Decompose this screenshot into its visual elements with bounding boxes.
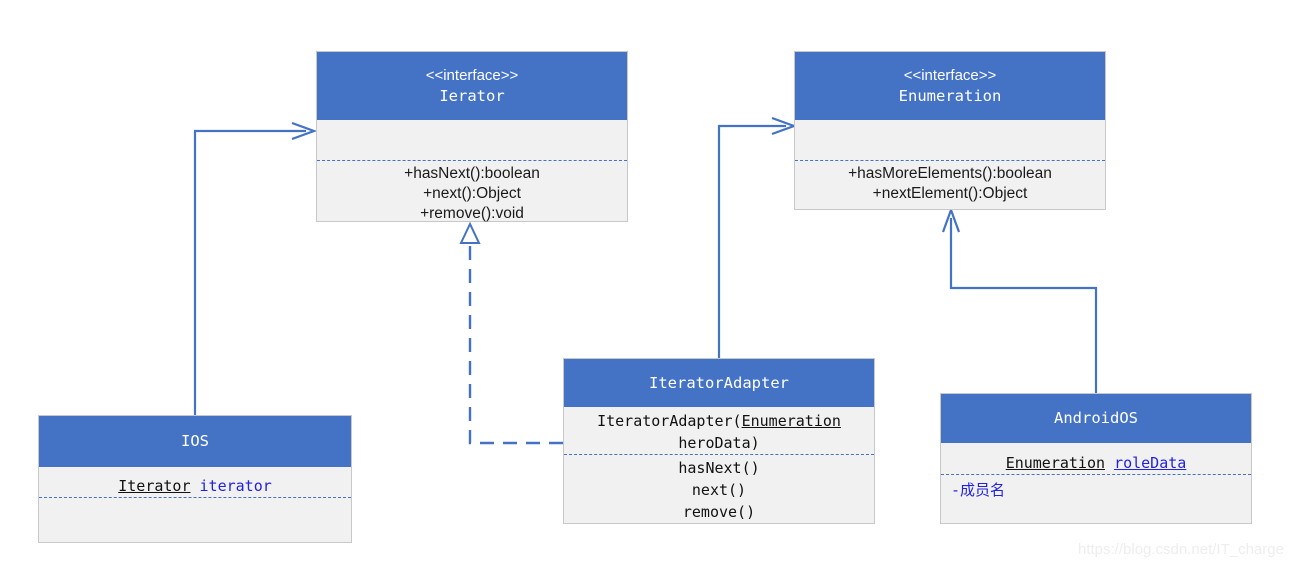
class-name-label: AndroidOS: [1054, 409, 1138, 428]
class-box-iteratoradapter[interactable]: IteratorAdapter IteratorAdapter(Enumerat…: [563, 358, 875, 524]
stereotype-label: <<interface>>: [425, 67, 519, 85]
compartment-separator: [941, 474, 1251, 475]
class-header-ierator: <<interface>> Ierator: [317, 52, 627, 120]
compartment-separator: [39, 497, 351, 498]
compartment-separator: [317, 160, 627, 161]
edge-iteratoradapter-uses-enumeration: [717, 116, 798, 358]
attributes-compartment: [795, 120, 1105, 160]
constructor-signature: IteratorAdapter(Enumeration heroData): [564, 410, 874, 454]
attribute-line: Enumeration roleData: [941, 452, 1251, 474]
method-line: +remove():void: [420, 205, 524, 222]
class-name-label: Enumeration: [898, 86, 1002, 105]
class-name-label: Ierator: [439, 86, 505, 105]
compartment-separator: [795, 160, 1105, 161]
member-line: -成员名: [951, 481, 1006, 499]
attributes-compartment: Enumeration roleData: [941, 443, 1251, 474]
class-header-enumeration: <<interface>> Enumeration: [795, 52, 1105, 120]
edge-androidos-uses-enumeration: [941, 206, 1098, 393]
method-line: +nextElement():Object: [872, 185, 1028, 202]
constructor-param-type: Enumeration: [741, 412, 841, 430]
class-header-androidos: AndroidOS: [941, 394, 1251, 443]
method-line: +hasNext():boolean: [404, 165, 540, 182]
class-box-androidos[interactable]: AndroidOS Enumeration roleData -成员名: [940, 393, 1252, 524]
class-body-ierator: +hasNext():boolean +next():Object +remov…: [317, 120, 627, 222]
compartment-separator: [564, 454, 874, 455]
class-box-enumeration[interactable]: <<interface>> Enumeration +hasMoreElemen…: [794, 51, 1106, 210]
class-name-label: IteratorAdapter: [649, 373, 789, 392]
method-line: next(): [691, 481, 747, 499]
method-line: remove(): [682, 503, 756, 521]
attributes-compartment: Iterator iterator: [39, 467, 351, 497]
methods-compartment: hasNext() next() remove(): [564, 455, 874, 523]
edge-ios-implements-ierator: [193, 121, 318, 415]
attribute-type: Iterator: [118, 477, 191, 495]
method-line: +hasMoreElements():boolean: [848, 165, 1052, 182]
method-line: +next():Object: [423, 185, 521, 202]
methods-compartment: +hasNext():boolean +next():Object +remov…: [317, 161, 627, 224]
members-compartment: -成员名: [941, 475, 1251, 501]
attribute-name: iterator: [199, 477, 272, 495]
class-body-iteratoradapter: IteratorAdapter(Enumeration heroData) has…: [564, 407, 874, 524]
attribute-line: Iterator iterator: [39, 475, 351, 497]
attribute-name: roleData: [1114, 454, 1187, 472]
methods-compartment: +hasMoreElements():boolean +nextElement(…: [795, 161, 1105, 204]
watermark-label: https://blog.csdn.net/IT_charge: [1078, 541, 1284, 558]
class-box-ios[interactable]: IOS Iterator iterator: [38, 415, 352, 543]
constructor-prefix: IteratorAdapter(: [597, 412, 742, 430]
attribute-type: Enumeration: [1005, 454, 1106, 472]
attributes-compartment: [317, 120, 627, 160]
constructor-param-name: heroData): [678, 434, 760, 452]
class-body-enumeration: +hasMoreElements():boolean +nextElement(…: [795, 120, 1105, 210]
stereotype-label: <<interface>>: [903, 67, 997, 85]
class-box-ierator[interactable]: <<interface>> Ierator +hasNext():boolean…: [316, 51, 628, 222]
class-header-ios: IOS: [39, 416, 351, 467]
class-header-iteratoradapter: IteratorAdapter: [564, 359, 874, 407]
method-line: hasNext(): [678, 459, 760, 477]
class-body-ios: Iterator iterator: [39, 467, 351, 542]
class-body-androidos: Enumeration roleData -成员名: [941, 443, 1251, 525]
attributes-compartment: IteratorAdapter(Enumeration heroData): [564, 407, 874, 454]
edge-iteratoradapter-realizes-ierator: [459, 221, 563, 445]
class-name-label: IOS: [181, 432, 209, 451]
